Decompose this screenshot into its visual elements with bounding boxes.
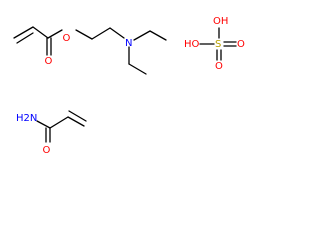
amide-nitrogen-text: H2N	[16, 113, 37, 124]
bond-ch2-ch2	[91, 27, 111, 40]
bond-c2-c1	[32, 26, 49, 39]
bond-nh2-c	[36, 120, 51, 129]
bond-ch2-n	[109, 27, 125, 39]
amine-nitrogen-label: N	[125, 38, 132, 49]
bottom-oxygen-label: O	[215, 61, 223, 72]
diethylaminoethyl-acrylate: O O N	[13, 26, 167, 75]
top-hydroxyl-label: OH	[213, 16, 228, 27]
left-hydroxyl-label: HO	[184, 39, 200, 50]
sulfuric-acid: OH HO S O O	[184, 16, 245, 72]
acrylamide-oxygen-label: O	[43, 145, 51, 156]
chemical-structure-canvas: O O N OH HO S O O H2N O	[13, 16, 245, 156]
bond-vinyl-double-a	[13, 26, 34, 39]
bond-vinyl-double-b	[16, 32, 34, 44]
sulfur-label: S	[215, 39, 221, 50]
ester-oxygen-label: O	[63, 33, 71, 44]
bond-oester-ch2	[75, 29, 93, 40]
bond-vinyl-double-b	[68, 110, 87, 122]
amide-nitrogen-label: H2N	[16, 113, 37, 124]
right-oxygen-label: O	[237, 39, 245, 50]
bond-ethyl1-ch3	[149, 30, 167, 41]
bond-ethyl2-ch3	[128, 63, 147, 75]
bond-c1-oester	[47, 29, 63, 39]
acrylamide: H2N O	[16, 110, 87, 156]
carbonyl-oxygen-label: O	[45, 56, 53, 67]
structure-drawing: O O N OH HO S O O H2N O	[13, 16, 245, 156]
bond-n-ethyl1	[133, 30, 151, 41]
bond-vinyl-double-a	[67, 116, 85, 127]
bond-c-ch	[49, 116, 69, 129]
